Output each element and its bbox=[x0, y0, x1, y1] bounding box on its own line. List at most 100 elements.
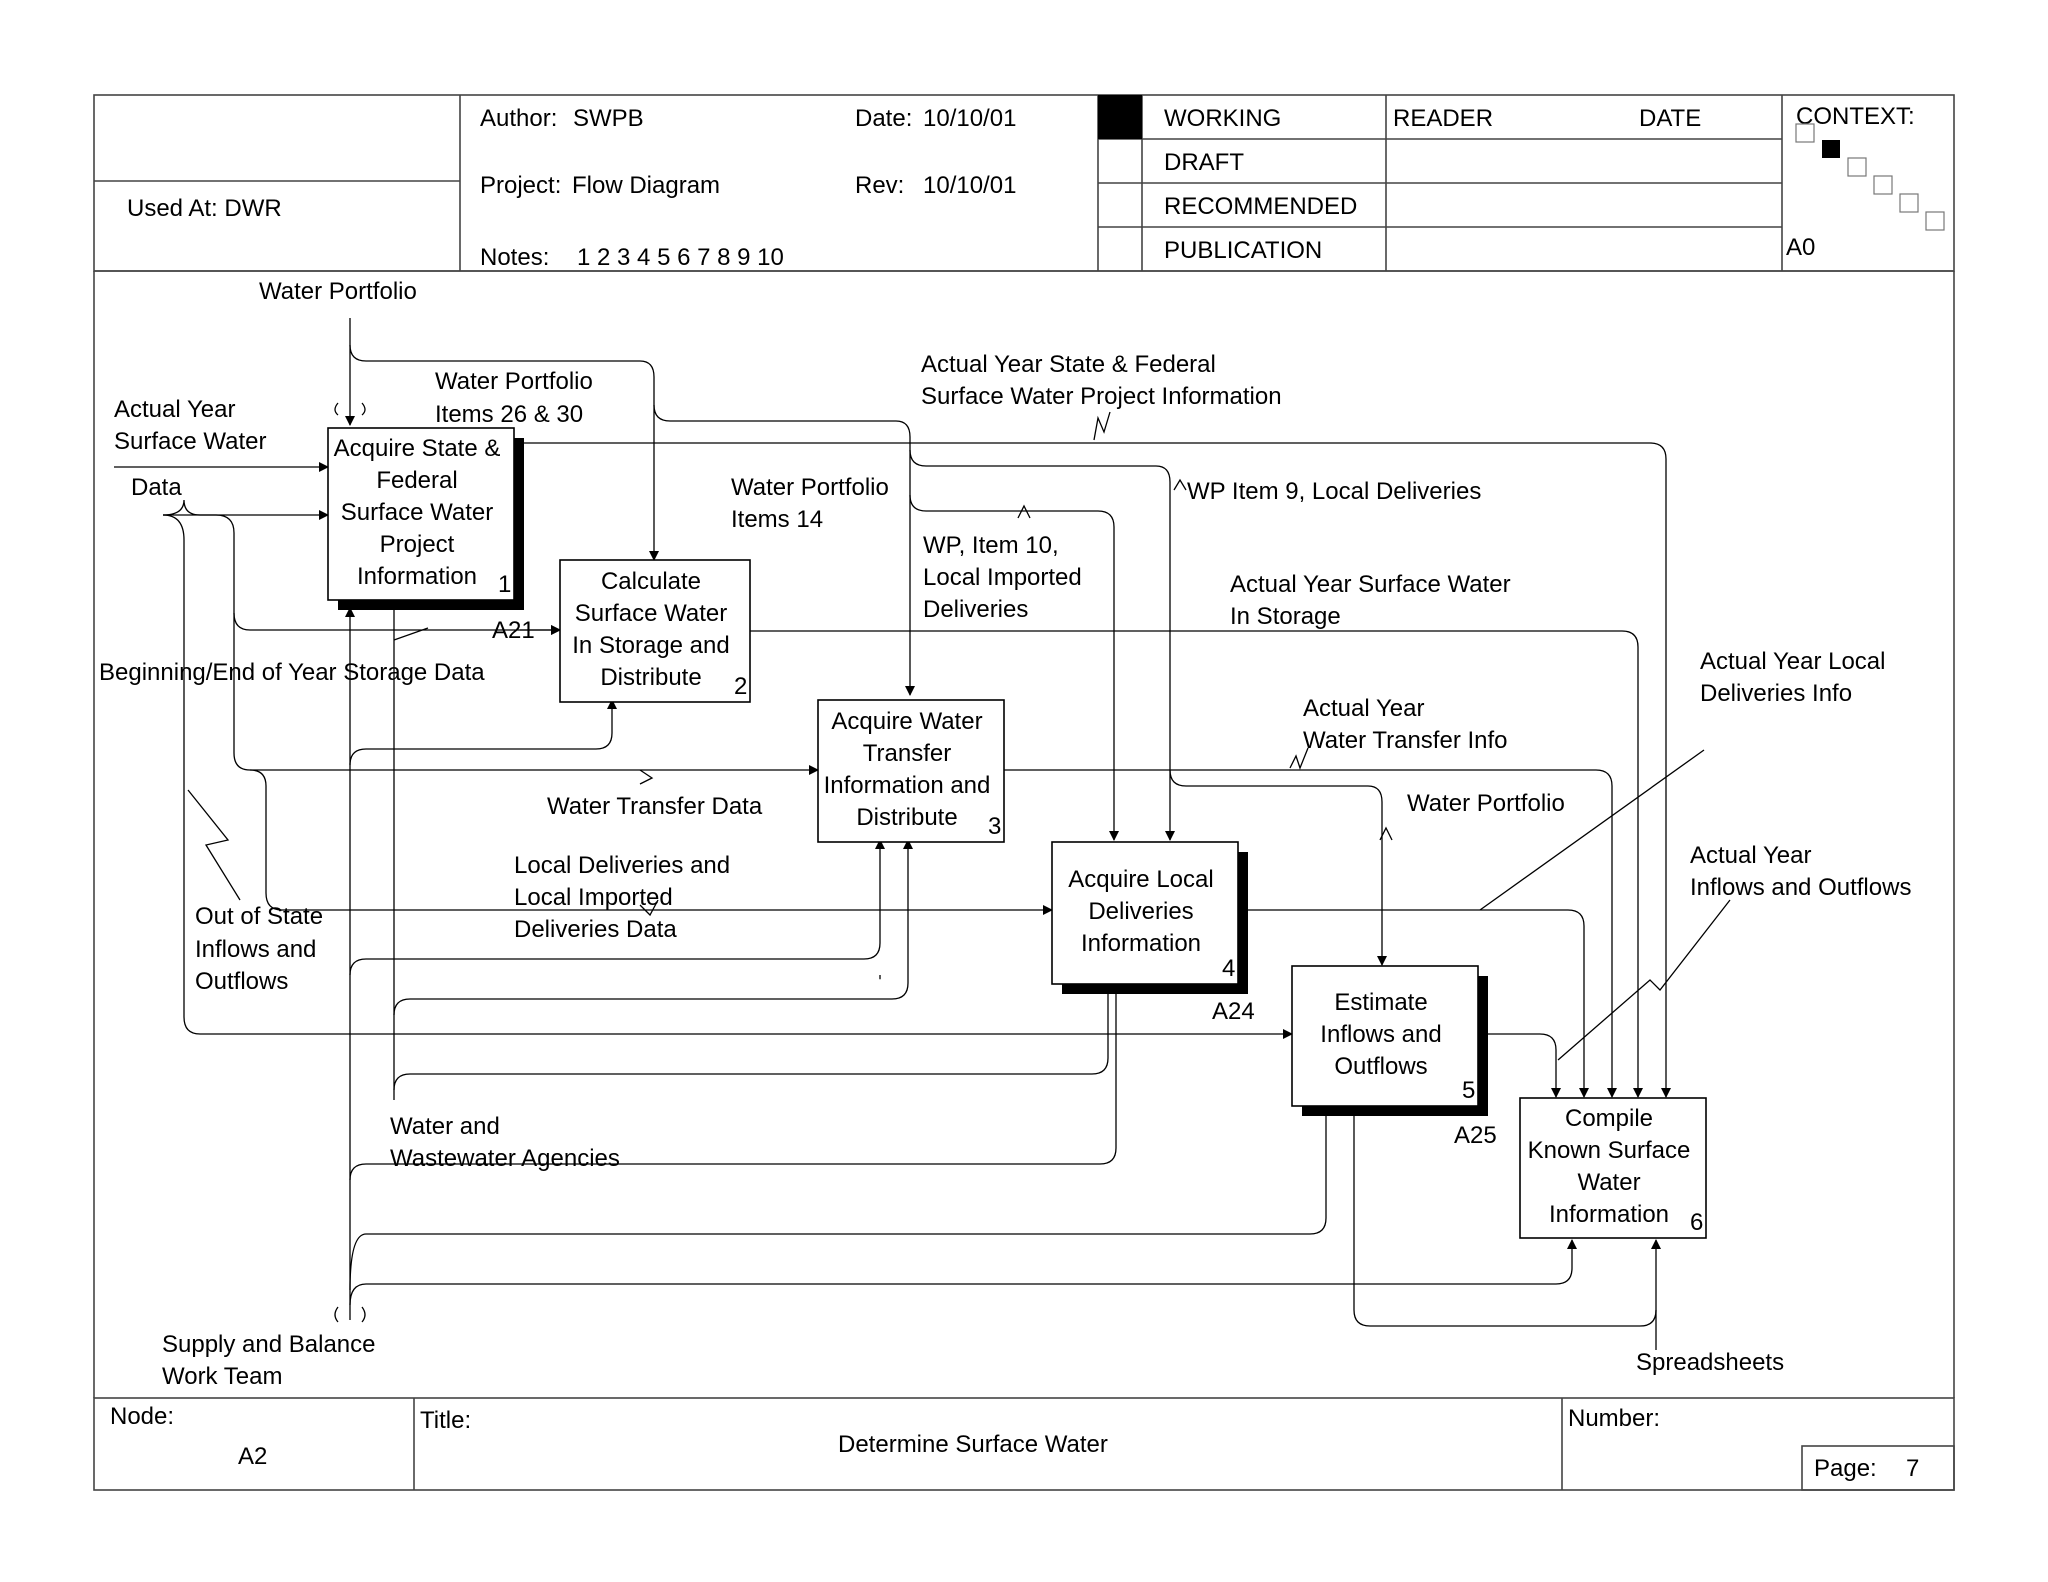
reader-label: READER bbox=[1393, 105, 1493, 132]
date-label: Date: bbox=[855, 105, 912, 132]
box-label-line: Acquire Local bbox=[1068, 866, 1213, 893]
page-number: 7 bbox=[1906, 1455, 1919, 1482]
arrow-box5-to-box6 bbox=[1484, 1033, 1561, 1098]
rev-label: Rev: bbox=[855, 172, 904, 199]
status-draft: DRAFT bbox=[1164, 149, 1244, 176]
label-actual-year-sw-line1: Actual Year bbox=[114, 396, 235, 423]
box-number: 6 bbox=[1690, 1209, 1703, 1236]
box-label-line: Information bbox=[357, 563, 477, 590]
label-local-deliveries-data-line2: Local Imported bbox=[514, 884, 673, 911]
arrow-labels: Water Portfolio Water Portfolio Items 26… bbox=[99, 278, 1911, 1390]
label-wp-item10-line3: Deliveries bbox=[923, 596, 1028, 623]
box-label-line: Estimate bbox=[1334, 989, 1427, 1016]
box-label-line: Federal bbox=[376, 467, 457, 494]
box-label-line: Acquire Water bbox=[831, 708, 982, 735]
label-local-deliveries-info-line2: Deliveries Info bbox=[1700, 680, 1852, 707]
box-label-line: Distribute bbox=[600, 664, 701, 691]
notes-value: 1 2 3 4 5 6 7 8 9 10 bbox=[577, 244, 784, 271]
mechanism-team-to-box5 bbox=[349, 1108, 1327, 1291]
box-label-line: Acquire State & bbox=[334, 435, 501, 462]
label-out-of-state-line1: Out of State bbox=[195, 903, 323, 930]
header-block: Used At: DWR Author: SWPB Date: 10/10/01… bbox=[93, 94, 1955, 272]
working-status-marker bbox=[1098, 95, 1142, 139]
label-storage-data: Beginning/End of Year Storage Data bbox=[99, 659, 485, 686]
tunnel-mark bbox=[361, 402, 366, 416]
box-label-line: In Storage and bbox=[572, 632, 729, 659]
status-working: WORKING bbox=[1164, 105, 1281, 132]
squiggle bbox=[1289, 747, 1309, 770]
arrow-wp-to-box5 bbox=[1169, 769, 1387, 966]
box-frame bbox=[327, 427, 515, 601]
label-wp-items-14-line1: Water Portfolio bbox=[731, 474, 889, 501]
label-local-deliveries-data-line1: Local Deliveries and bbox=[514, 852, 730, 879]
label-agencies-line2: Wastewater Agencies bbox=[390, 1145, 620, 1172]
box-label-line: Project bbox=[380, 531, 455, 558]
box-reference: A25 bbox=[1454, 1122, 1497, 1149]
label-wp-item10-line2: Local Imported bbox=[923, 564, 1082, 591]
box-frame bbox=[1051, 841, 1239, 985]
tunnel-mark bbox=[334, 1306, 339, 1323]
box-label-line: Outflows bbox=[1334, 1053, 1427, 1080]
tunnel-mark bbox=[361, 1306, 366, 1323]
box-number: 1 bbox=[498, 571, 511, 598]
box-label-line: Compile bbox=[1565, 1105, 1653, 1132]
arrow-box4-to-box6 bbox=[1244, 909, 1589, 1098]
box-label-line: Information bbox=[1081, 930, 1201, 957]
arrow-input-to-box3 bbox=[233, 613, 819, 775]
box-frame bbox=[1519, 1097, 1707, 1239]
label-water-portfolio-mid: Water Portfolio bbox=[1407, 790, 1565, 817]
footer-block: Node: A2 Title: Determine Surface Water … bbox=[93, 1397, 1955, 1491]
leader-inflows bbox=[1557, 899, 1731, 1061]
box-reference: A21 bbox=[492, 617, 535, 644]
context-label: CONTEXT: bbox=[1796, 103, 1915, 130]
label-inflows-outflows-line2: Inflows and Outflows bbox=[1690, 874, 1911, 901]
box-label-line: Inflows and bbox=[1320, 1021, 1441, 1048]
box-number: 2 bbox=[734, 673, 747, 700]
box-label-line: Distribute bbox=[856, 804, 957, 831]
label-team-line1: Supply and Balance bbox=[162, 1331, 376, 1358]
box-number: 4 bbox=[1222, 955, 1235, 982]
arrow-lines bbox=[114, 318, 1731, 1350]
context-node-squares bbox=[1795, 123, 1945, 231]
label-water-transfer-data: Water Transfer Data bbox=[547, 793, 763, 820]
squiggle-out-of-state bbox=[187, 789, 241, 901]
tunnel-mark bbox=[334, 402, 339, 416]
label-wp-items-26-30-line2: Items 26 & 30 bbox=[435, 401, 583, 428]
squiggle bbox=[1173, 478, 1187, 491]
arrow-input-to-box5 bbox=[162, 514, 1293, 1039]
title-label: Title: bbox=[420, 1407, 471, 1434]
label-water-transfer-info-line1: Actual Year bbox=[1303, 695, 1424, 722]
label-wp-item10-line1: WP, Item 10, bbox=[923, 532, 1059, 559]
label-water-portfolio-top: Water Portfolio bbox=[259, 278, 417, 305]
box-label-line: Known Surface bbox=[1528, 1137, 1691, 1164]
squiggle bbox=[639, 769, 654, 785]
box-label-line: Deliveries bbox=[1088, 898, 1193, 925]
label-state-fed-info-line2: Surface Water Project Information bbox=[921, 383, 1282, 410]
box-label-line: Water bbox=[1577, 1169, 1640, 1196]
label-wp-item9: WP Item 9, Local Deliveries bbox=[1187, 478, 1481, 505]
box-number: 5 bbox=[1462, 1077, 1475, 1104]
page-label: Page: bbox=[1814, 1455, 1877, 1482]
status-publication: PUBLICATION bbox=[1164, 237, 1322, 264]
rev-value: 10/10/01 bbox=[923, 172, 1016, 199]
mechanism-agencies-to-box4 bbox=[393, 988, 1109, 1091]
leader-local-deliveries bbox=[1479, 749, 1705, 911]
squiggle bbox=[1093, 411, 1111, 441]
arrow-input-to-box4 bbox=[249, 769, 1053, 915]
used-at: Used At: DWR bbox=[127, 195, 282, 222]
mechanism-agencies-to-box3 bbox=[393, 839, 913, 1016]
label-sw-in-storage-line2: In Storage bbox=[1230, 603, 1341, 630]
box-frame bbox=[817, 699, 1005, 843]
arrow-input-to-box2 bbox=[163, 514, 561, 635]
squiggle bbox=[639, 899, 659, 917]
arrow-wp-to-box3 bbox=[653, 404, 915, 696]
squiggle bbox=[1017, 504, 1031, 519]
arrow-wp-to-box2 bbox=[349, 344, 659, 561]
